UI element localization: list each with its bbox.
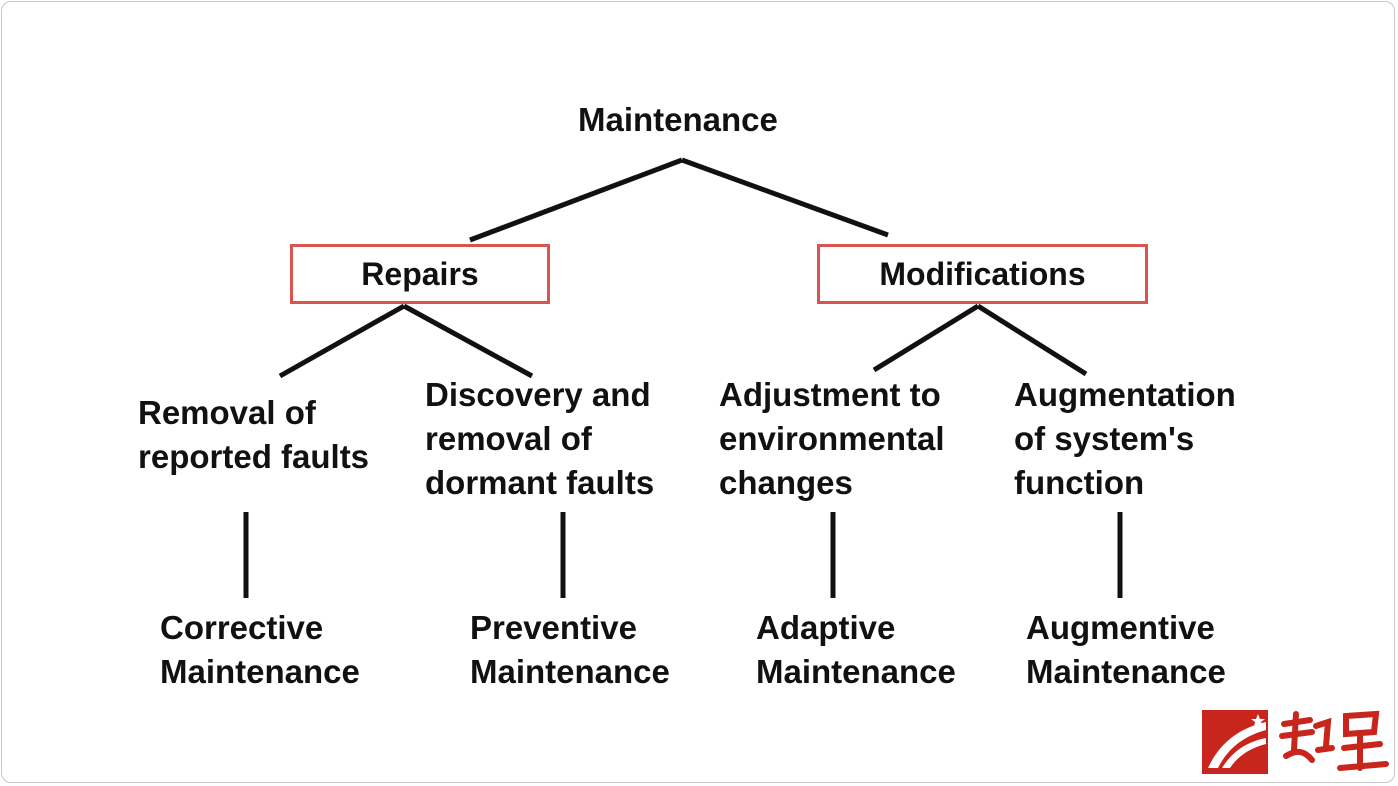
type-line: Augmentive bbox=[1026, 609, 1215, 646]
activity-line: Augmentation bbox=[1014, 376, 1236, 413]
type-augmentive-maintenance: Augmentive Maintenance bbox=[1026, 606, 1226, 694]
activity-augmentation-function: Augmentation of system's function bbox=[1014, 373, 1236, 505]
logo-swoosh bbox=[1208, 722, 1266, 768]
activity-line: dormant faults bbox=[425, 464, 655, 501]
superstar-logo-icon bbox=[1202, 710, 1389, 774]
category-label: Modifications bbox=[879, 255, 1086, 292]
type-corrective-maintenance: Corrective Maintenance bbox=[160, 606, 360, 694]
type-line: Maintenance bbox=[756, 653, 956, 690]
root-node-maintenance: Maintenance bbox=[578, 101, 778, 138]
activity-line: reported faults bbox=[138, 438, 370, 475]
activity-line: Removal of bbox=[138, 394, 316, 431]
type-adaptive-maintenance: Adaptive Maintenance bbox=[756, 606, 956, 694]
edge-root-repairs bbox=[469, 157, 683, 243]
edge-modifications-augmentation bbox=[976, 303, 1088, 377]
category-label: Repairs bbox=[361, 255, 479, 292]
type-line: Preventive bbox=[470, 609, 637, 646]
edge-root-modifications bbox=[681, 157, 889, 238]
logo-star bbox=[1251, 714, 1265, 727]
category-box-repairs: Repairs bbox=[290, 244, 550, 304]
type-preventive-maintenance: Preventive Maintenance bbox=[470, 606, 670, 694]
logo-calligraphy bbox=[1279, 710, 1389, 771]
category-box-modifications: Modifications bbox=[817, 244, 1148, 304]
edge-repairs-discovery bbox=[402, 303, 534, 379]
activity-discovery-dormant-faults: Discovery and removal of dormant faults bbox=[425, 373, 654, 505]
activity-adjustment-environmental: Adjustment to environmental changes bbox=[719, 373, 945, 505]
activity-line: function bbox=[1014, 464, 1145, 501]
edge-modifications-adjustment bbox=[872, 303, 980, 373]
logo-swoosh-2 bbox=[1222, 738, 1266, 768]
type-line: Maintenance bbox=[160, 653, 360, 690]
edge-repairs-removal bbox=[278, 303, 406, 379]
activity-line: Discovery and bbox=[425, 376, 651, 413]
activity-line: Adjustment to bbox=[719, 376, 941, 413]
type-line: Maintenance bbox=[470, 653, 670, 690]
type-line: Adaptive bbox=[756, 609, 896, 646]
type-line: Maintenance bbox=[1026, 653, 1226, 690]
activity-removal-reported-faults: Removal of reported faults bbox=[138, 391, 369, 479]
activity-line: of system's bbox=[1014, 420, 1195, 457]
type-line: Corrective bbox=[160, 609, 324, 646]
activity-line: environmental bbox=[719, 420, 945, 457]
activity-line: removal of bbox=[425, 420, 592, 457]
activity-line: changes bbox=[719, 464, 853, 501]
